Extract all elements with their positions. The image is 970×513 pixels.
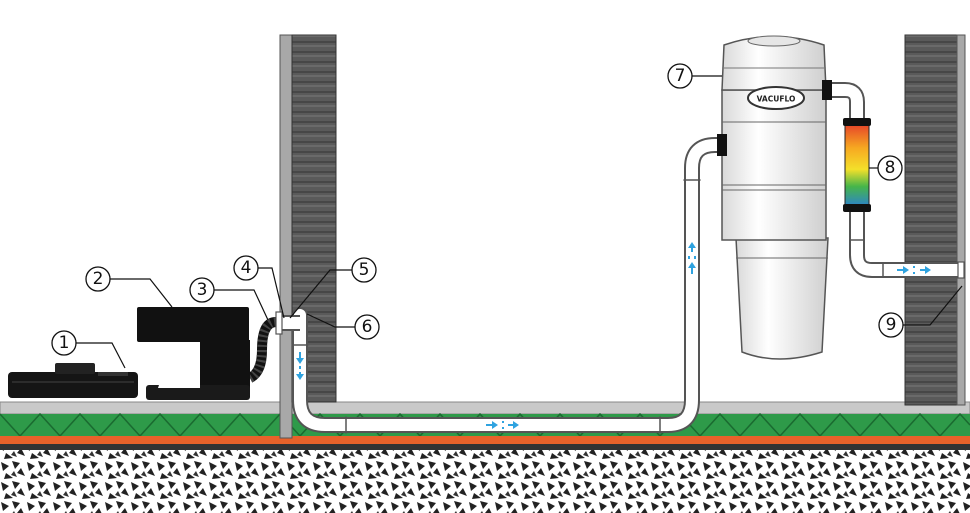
central-vacuum-unit: VACUFLO [717,35,832,360]
unit-logo-text: VACUFLO [757,95,796,104]
callout-8-label: 8 [885,158,896,178]
callout-2: 2 [85,266,111,292]
orange-membrane [0,436,970,444]
callout-leaders [76,75,963,369]
foundation-line [0,444,970,450]
muffler [843,118,871,212]
hose [247,317,277,383]
callout-8: 8 [877,155,903,181]
unit-inlet-port [717,134,727,156]
callout-3: 3 [189,277,215,303]
callout-4-label: 4 [241,258,252,278]
robot-docking-station [137,307,250,400]
callout-7: 7 [667,63,693,89]
callout-1-label: 1 [59,333,70,353]
airflow-arrow-right [486,421,519,429]
right-wall [904,34,966,406]
unit-exhaust-port [822,80,832,100]
floor-slab [0,401,970,415]
callout-7-label: 7 [675,66,686,86]
callout-5-label: 5 [359,260,370,280]
airflow-arrow-exhaust [897,266,931,274]
gravel-base [0,450,970,513]
callout-5: 5 [351,257,377,283]
callout-2-label: 2 [93,269,104,289]
callout-3-label: 3 [197,280,208,300]
dirt-canister [735,237,829,360]
callout-6-label: 6 [362,317,373,337]
callout-9: 9 [878,312,904,338]
callout-9-label: 9 [886,315,897,335]
unit-logo-badge [747,86,805,110]
airflow-arrow-down [296,352,304,380]
trunk-pipe [291,137,730,434]
wall-valve-plate [275,311,283,335]
robot-vacuum [8,363,138,398]
airflow-arrow-up [688,242,696,274]
wall-inlet-elbow [275,311,300,335]
callout-4: 4 [233,255,259,281]
airflow-arrows [296,242,931,429]
callout-1: 1 [51,330,77,356]
callout-6: 6 [354,314,380,340]
